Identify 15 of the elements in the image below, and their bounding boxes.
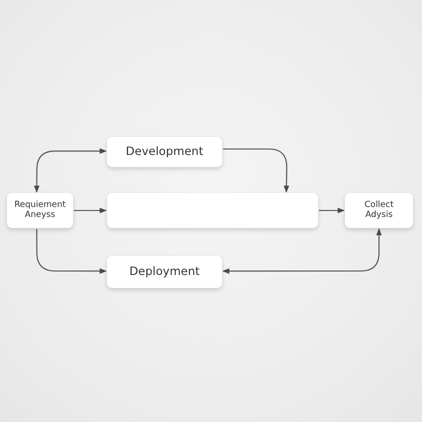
arrow (74, 208, 107, 214)
arrow (223, 148, 290, 193)
step-label: Development (126, 145, 204, 159)
arrow (36, 229, 107, 274)
step-label: Collect Adysis (363, 200, 395, 220)
arrow (222, 228, 382, 274)
step-card (7, 193, 73, 228)
step-label: Deployment (129, 265, 200, 279)
step-card (107, 256, 222, 288)
step-card (345, 193, 413, 228)
step-label: Requiement Aneyss (13, 200, 67, 220)
arrow (34, 148, 107, 193)
blank-card (107, 193, 318, 228)
arrow (319, 208, 345, 214)
step-card (107, 137, 222, 167)
